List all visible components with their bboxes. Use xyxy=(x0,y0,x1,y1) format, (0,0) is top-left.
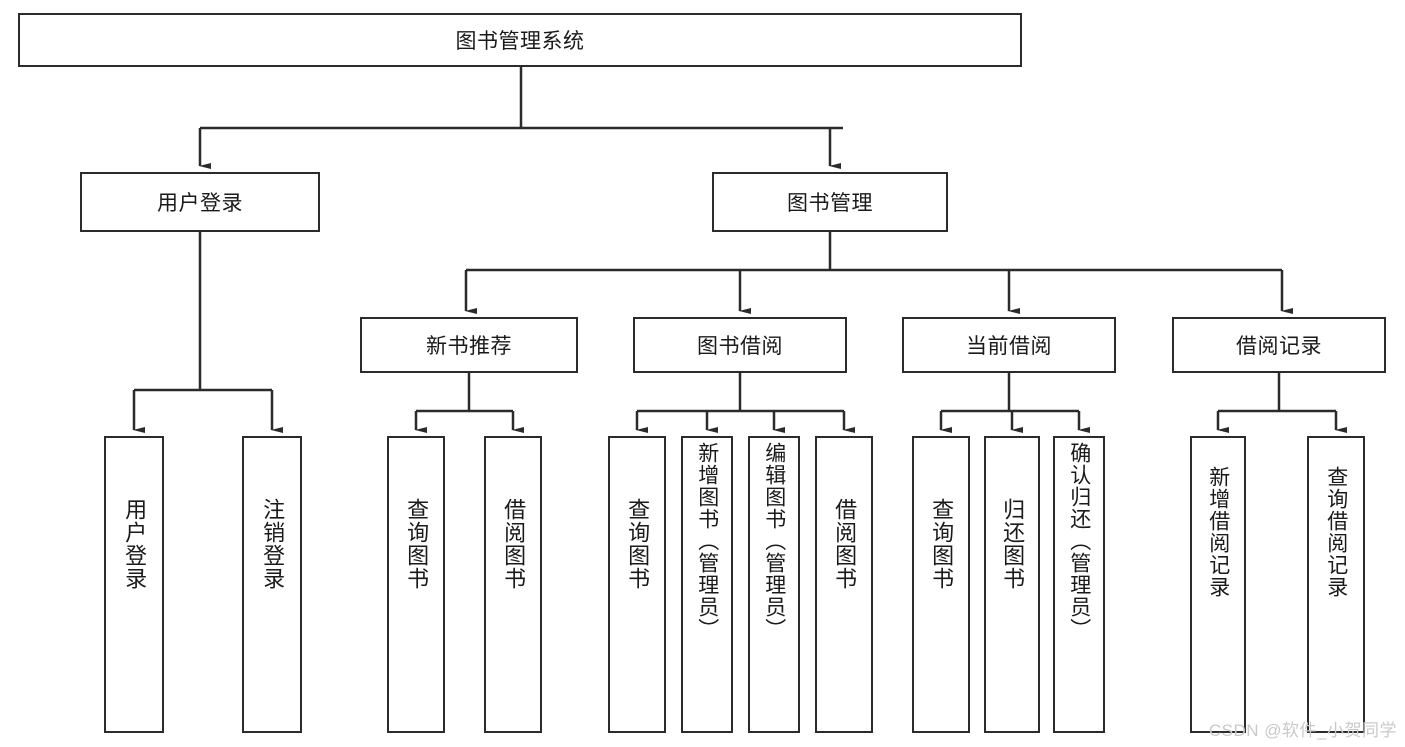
node-leaf-user-login[interactable]: 用户登录 xyxy=(104,436,164,733)
node-leaf-add-borrow-record[interactable]: 新增借阅记录 xyxy=(1190,436,1246,733)
node-leaf-edit-book-admin-label: 编辑图书（管理员） xyxy=(762,442,786,640)
node-borrow-record-label: 借阅记录 xyxy=(1236,335,1322,358)
node-root-label: 图书管理系统 xyxy=(455,30,585,53)
node-new-book-rec-label: 新书推荐 xyxy=(426,335,512,358)
node-leaf-add-borrow-record-label: 新增借阅记录 xyxy=(1206,466,1230,598)
node-leaf-query-book-borrow-label: 查询图书 xyxy=(625,498,651,590)
node-leaf-confirm-return-admin-label: 确认归还（管理员） xyxy=(1067,442,1091,640)
node-leaf-user-login-label: 用户登录 xyxy=(122,498,148,590)
node-new-book-rec[interactable]: 新书推荐 xyxy=(360,317,578,373)
node-leaf-query-borrow-record-label: 查询借阅记录 xyxy=(1324,466,1348,598)
node-leaf-query-book-rec[interactable]: 查询图书 xyxy=(387,436,445,733)
node-book-borrow-label: 图书借阅 xyxy=(697,335,783,358)
node-book-manage[interactable]: 图书管理 xyxy=(712,172,948,232)
node-root[interactable]: 图书管理系统 xyxy=(18,13,1022,67)
node-leaf-borrow-book-label: 借阅图书 xyxy=(832,498,858,590)
node-book-manage-label: 图书管理 xyxy=(787,192,873,215)
watermark-text: CSDN @软件_小贺同学 xyxy=(1208,721,1397,740)
node-leaf-borrow-book-rec[interactable]: 借阅图书 xyxy=(484,436,542,733)
node-book-borrow[interactable]: 图书借阅 xyxy=(633,317,847,373)
node-current-borrow-label: 当前借阅 xyxy=(966,335,1052,358)
node-leaf-return-book[interactable]: 归还图书 xyxy=(984,436,1040,733)
node-leaf-return-book-label: 归还图书 xyxy=(1000,498,1026,590)
node-leaf-add-book-admin[interactable]: 新增图书（管理员） xyxy=(681,436,733,733)
node-leaf-query-book-current-label: 查询图书 xyxy=(929,498,955,590)
node-leaf-borrow-book[interactable]: 借阅图书 xyxy=(815,436,873,733)
node-leaf-borrow-book-rec-label: 借阅图书 xyxy=(501,498,527,590)
node-user-login[interactable]: 用户登录 xyxy=(80,172,320,232)
node-leaf-user-logout-label: 注销登录 xyxy=(260,498,286,590)
node-leaf-confirm-return-admin[interactable]: 确认归还（管理员） xyxy=(1053,436,1105,733)
node-leaf-query-book-borrow[interactable]: 查询图书 xyxy=(608,436,666,733)
node-leaf-query-book-rec-label: 查询图书 xyxy=(404,498,430,590)
node-borrow-record[interactable]: 借阅记录 xyxy=(1172,317,1386,373)
node-leaf-user-logout[interactable]: 注销登录 xyxy=(242,436,302,733)
node-leaf-query-book-current[interactable]: 查询图书 xyxy=(912,436,970,733)
node-leaf-query-borrow-record[interactable]: 查询借阅记录 xyxy=(1307,436,1365,733)
node-leaf-edit-book-admin[interactable]: 编辑图书（管理员） xyxy=(748,436,800,733)
node-user-login-label: 用户登录 xyxy=(157,192,243,215)
node-current-borrow[interactable]: 当前借阅 xyxy=(902,317,1116,373)
node-leaf-add-book-admin-label: 新增图书（管理员） xyxy=(695,442,719,640)
